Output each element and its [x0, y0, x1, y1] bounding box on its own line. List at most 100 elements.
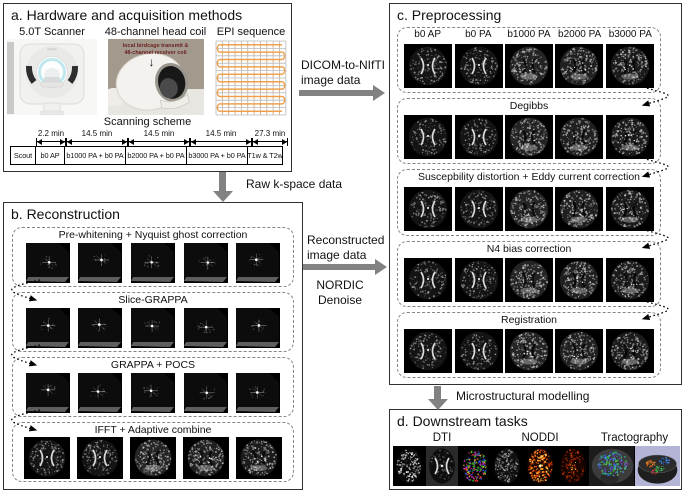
head-coil-photo: local birdcage transmit & 48-channel rec…	[107, 39, 204, 115]
scanner-label: 5.0T Scanner	[19, 26, 85, 38]
brain-slice-image	[504, 186, 553, 231]
ndark-map-image	[557, 446, 589, 486]
brain-slice-image	[504, 44, 553, 89]
recon-step-box-0: Pre-whitening + Nyquist ghost correction	[12, 227, 294, 287]
brain-slice-image	[555, 44, 604, 89]
md-map-image	[426, 446, 458, 486]
hardware-row: 5.0T Scanner	[7, 25, 288, 117]
downstream-image-row	[393, 446, 491, 486]
kspace-volume-image	[25, 308, 70, 348]
kspace-volume-image	[78, 243, 123, 283]
scan-duration-1: 2.2 min	[36, 129, 66, 146]
kspace-volume-image	[78, 308, 123, 348]
kspace-volume-image	[25, 243, 70, 283]
recon-step-label: IFFT + Adaptive combine	[94, 424, 212, 436]
tsag-map-image	[589, 446, 634, 486]
panel-a-title: a. Hardware and acquisition methods	[11, 7, 243, 23]
scanner-photo	[7, 39, 97, 115]
brain-slice-image	[454, 257, 503, 302]
recon-step-box-1: Slice-GRAPPA	[12, 292, 294, 352]
nhot-map-image	[524, 446, 556, 486]
downstream-image-row	[589, 446, 680, 486]
ngray-map-image	[491, 446, 523, 486]
downstream-group-tractography: Tractography	[589, 431, 680, 486]
preproc-step-label: Suscepbility distortion + Eddy current c…	[417, 171, 641, 184]
preproc-image-row	[402, 113, 656, 161]
coil-pointer-arrow-icon: ↓	[148, 55, 155, 69]
preproc-step-label: N4 bias correction	[486, 242, 572, 255]
brain-slice-image	[454, 328, 503, 373]
brain-slice-image	[183, 437, 229, 479]
brain-slice-image	[555, 328, 604, 373]
brain-slice-image	[555, 257, 604, 302]
preproc-image-row	[402, 327, 656, 375]
preproc-step-label: Registration	[500, 313, 558, 326]
recon-step-label: Pre-whitening + Nyquist ghost correction	[58, 229, 248, 241]
epi-sequence-diagram	[214, 39, 288, 117]
brain-slice-image	[605, 115, 654, 160]
mri-scanner-icon	[7, 39, 97, 115]
microstructural-label: Microstructural modelling	[456, 389, 590, 403]
brain-slice-image	[454, 44, 503, 89]
raw-kspace-label: Raw k-space data	[246, 177, 343, 191]
scanner-item: 5.0T Scanner	[7, 25, 97, 117]
kspace-volume-image	[183, 243, 228, 283]
preproc-step-label: Degibbs	[509, 100, 549, 113]
recon-image-row	[17, 437, 289, 479]
scanning-scheme-title: Scanning scheme	[103, 116, 192, 128]
brain-slice-image	[77, 437, 123, 479]
kspace-volume-image	[236, 243, 281, 283]
recon-step-label: Slice-GRAPPA	[118, 294, 188, 306]
panel-d-title: d. Downstream tasks	[397, 413, 528, 429]
kspace-volume-image	[130, 308, 175, 348]
rgb-map-image	[459, 446, 491, 486]
recon-image-row	[17, 372, 289, 414]
brain-slice-image	[605, 328, 654, 373]
volume-label: b1000 PA	[507, 29, 551, 40]
preproc-image-row	[402, 256, 656, 304]
brain-slice-image	[605, 186, 654, 231]
brain-slice-image	[504, 328, 553, 373]
raw-kspace-arrow-icon	[212, 172, 233, 202]
panel-reconstruction: b. Reconstruction Pre-whitening + Nyquis…	[3, 202, 303, 490]
brain-slice-image	[504, 257, 553, 302]
head-coil-icon	[107, 39, 204, 115]
brain-slice-image	[236, 437, 282, 479]
brain-slice-image	[555, 186, 604, 231]
epi-label: EPI sequence	[216, 26, 286, 38]
scan-duration-5: 27.3 min	[252, 129, 288, 146]
reconstruction-steps: Pre-whitening + Nyquist ghost correction…	[12, 227, 294, 482]
brain-slice-image	[555, 115, 604, 160]
scan-duration-4: 14.5 min	[190, 129, 252, 146]
coil-overlay-text: local birdcage transmit & 48-channel rec…	[122, 43, 189, 56]
brain-slice-image	[404, 328, 453, 373]
microstructural-arrow-icon	[427, 386, 448, 410]
brain-slice-image	[454, 115, 503, 160]
kspace-volume-image	[236, 373, 281, 413]
scan-duration-2: 14.5 min	[66, 129, 128, 146]
downstream-group-noddi: NODDI	[491, 431, 589, 486]
panel-c-title: c. Preprocessing	[397, 7, 502, 23]
downstream-group-dti: DTI	[393, 431, 491, 486]
volume-label: b0 AP	[414, 29, 441, 40]
brain-slice-image	[130, 437, 176, 479]
kspace-volume-image	[183, 373, 228, 413]
preproc-step-box-1: Degibbs	[397, 98, 661, 165]
t3d-map-image	[635, 446, 680, 486]
preproc-step-box-4: Registration	[397, 311, 661, 379]
downstream-group-label: Tractography	[600, 432, 669, 444]
scan-segment-3: b2000 PA + b0 PA	[125, 146, 187, 165]
fa-map-image	[393, 446, 425, 486]
brain-slice-image	[24, 437, 70, 479]
coil-item: 48-channel head coil	[105, 25, 206, 117]
recon-step-box-3: IFFT + Adaptive combine	[12, 422, 294, 482]
